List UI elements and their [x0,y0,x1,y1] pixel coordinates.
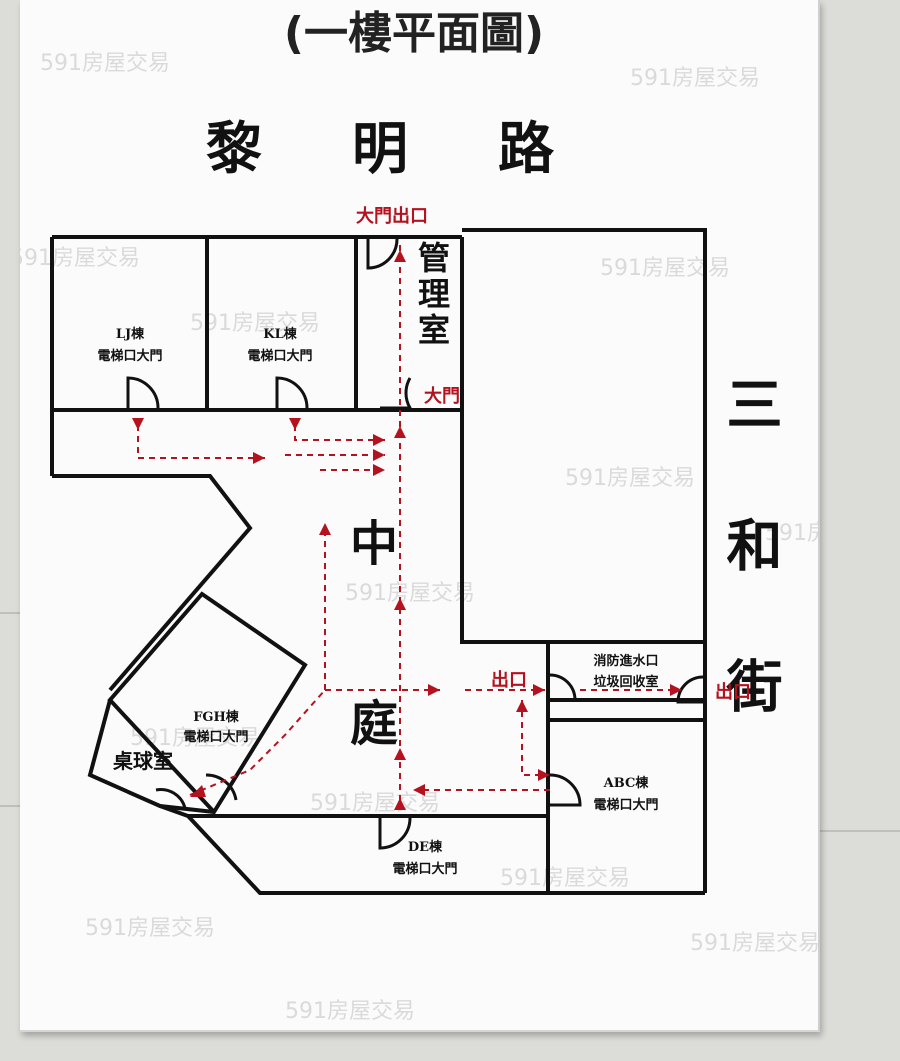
door-abc [549,773,582,807]
wall-right-column [546,642,707,893]
watermark: 591房屋交易 [690,931,818,956]
abc-name: ABC棟 [603,775,650,791]
watermark: 591房屋交易 [630,66,760,91]
main-gate-exit-label: 大門出口 [356,205,428,227]
door-main-gate [366,238,399,270]
door-exit-center [549,673,577,702]
kl-sub: 電梯口大門 [247,348,312,364]
door-billiards [155,788,187,809]
wall-billiards-room [87,699,215,814]
wall-fgh-room [107,591,308,816]
wall-right-block [460,228,707,644]
door-management [380,377,413,410]
de-name: DE棟 [408,839,443,855]
fgh-sub: 電梯口大門 [183,729,248,745]
watermark: 591房屋交易 [345,581,475,606]
plan-title: (一樓平面圖) [284,8,544,59]
floor-plan-poster: 591房屋交易 591房屋交易 591房屋交易 591房屋交易 591房屋交易 … [20,0,820,1032]
de-sub: 電梯口大門 [392,861,457,877]
abc-sub: 電梯口大門 [593,797,658,813]
route-arrows [132,250,682,810]
watermark: 591房屋交易 [20,246,140,271]
watermark: 591房屋交易 [85,916,215,941]
door-lj [126,376,160,409]
tile-line [0,612,20,614]
lj-sub: 電梯口大門 [97,348,162,364]
watermark: 591房屋交易 [310,791,440,816]
tile-line [0,805,20,807]
recycling-room-label: 垃圾回收室 [593,674,658,690]
lj-name: LJ棟 [116,326,145,342]
watermark: 591房屋交易 [600,256,730,281]
watermark: 591房屋交易 [500,866,630,891]
watermark: 591房屋交易 [190,311,320,336]
watermark: 591房屋交易 [765,521,818,546]
fire-inlet-label: 消防進水口 [593,653,658,669]
exit-right-label: 出口 [715,681,751,703]
management-gate-label: 大門 [424,385,460,407]
management-room-label: 管理室 [413,241,451,349]
courtyard-char-1: 中 [350,516,398,572]
door-kl [275,376,309,409]
door-exit-right [676,675,704,704]
door-de [378,817,412,850]
billiards-room-label: 桌球室 [113,749,173,773]
fgh-name: FGH棟 [193,709,240,725]
tile-line [818,830,900,832]
floor-plan: 591房屋交易 591房屋交易 591房屋交易 591房屋交易 591房屋交易 … [20,8,818,1024]
wall-bottom [159,804,705,895]
watermark: 591房屋交易 [40,51,170,76]
kl-name: KL棟 [263,326,297,342]
wall-left-wing [52,474,253,692]
wall-top-rooms [50,235,464,476]
road-top-label: 黎明路 [206,116,644,182]
exit-center-label: 出口 [491,669,527,691]
watermark: 591房屋交易 [285,999,415,1024]
door-fgh [205,773,238,801]
courtyard-char-2: 庭 [350,696,398,752]
watermark: 591房屋交易 [565,466,695,491]
road-right-label: 三和街 [717,375,783,798]
